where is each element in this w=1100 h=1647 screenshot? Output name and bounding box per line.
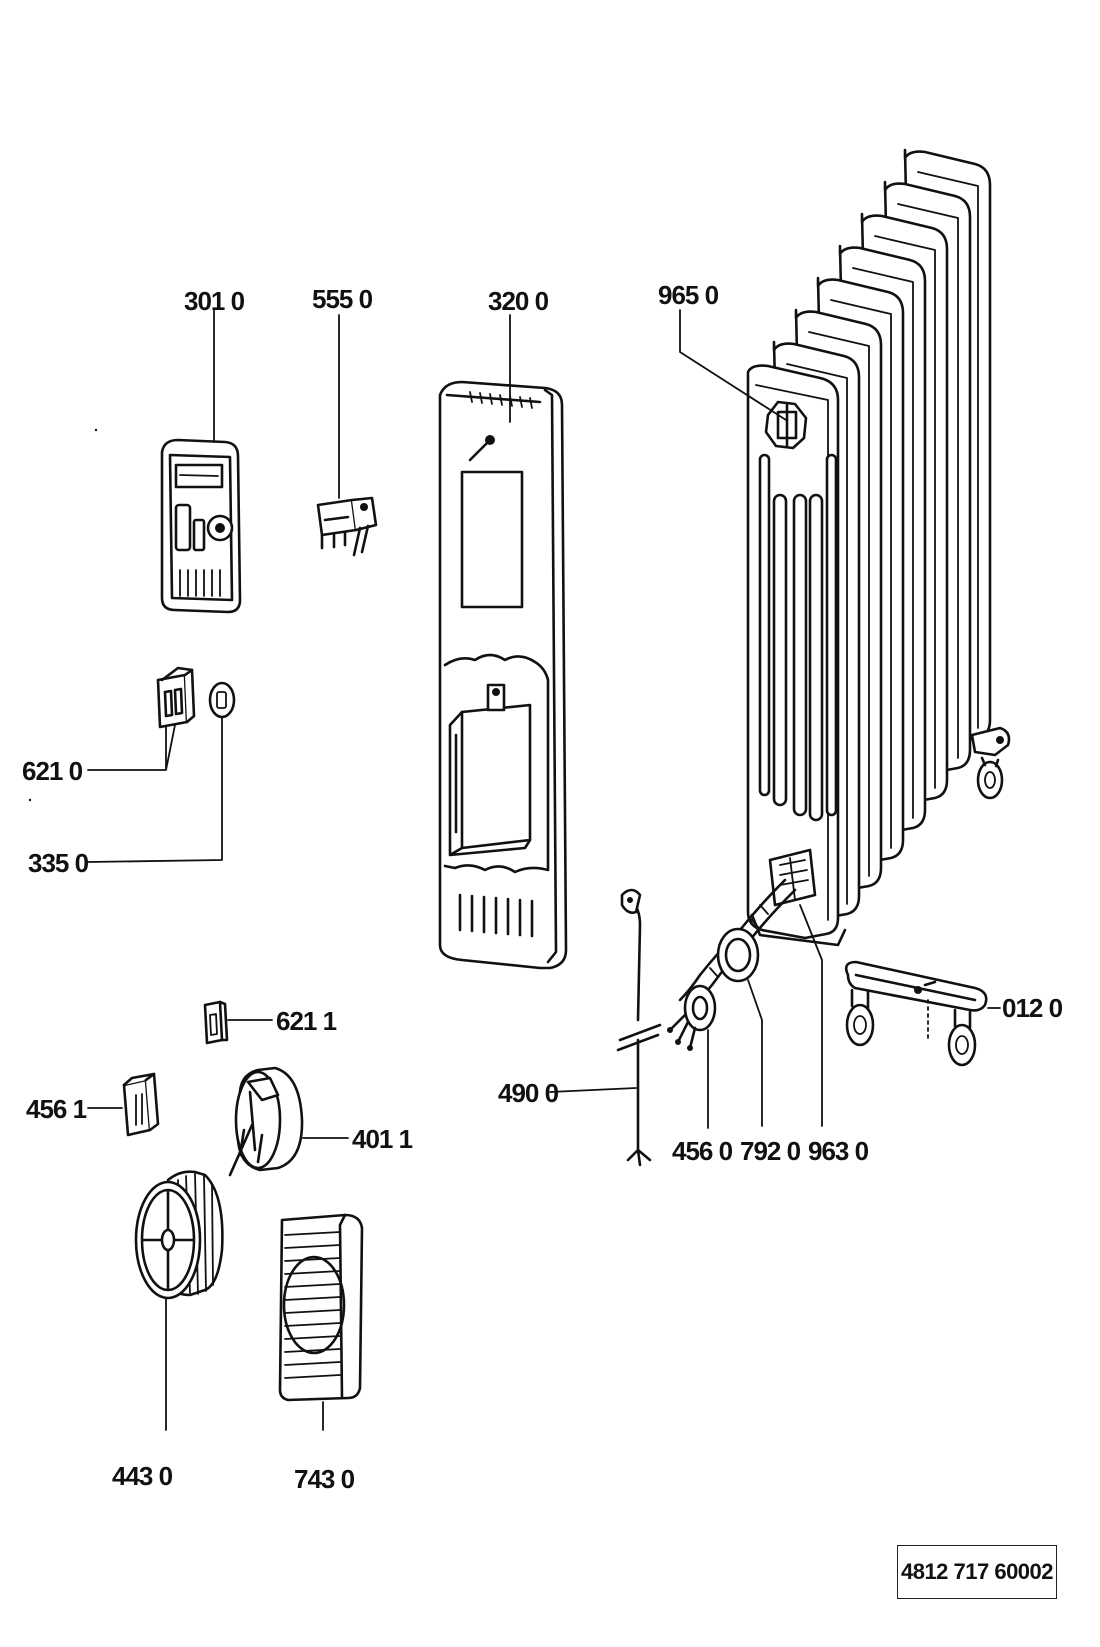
label-320-0: 320 0 xyxy=(488,286,549,316)
part-792-ring xyxy=(716,927,760,983)
part-443-fan-wheel xyxy=(134,1170,224,1300)
part-335-lens xyxy=(208,681,236,719)
part-320-front-panel xyxy=(438,380,568,970)
document-number: 4812 717 60002 xyxy=(900,1559,1054,1584)
leader-965 xyxy=(679,309,787,421)
label-401-1: 401 1 xyxy=(352,1124,413,1154)
part-555-thermostat xyxy=(316,496,378,557)
label-743-0: 743 0 xyxy=(294,1464,355,1494)
part-621-switch xyxy=(156,666,196,729)
label-963-0: 963 0 xyxy=(808,1136,869,1166)
part-401-1-motor xyxy=(228,1066,304,1177)
label-456-0: 456 0 xyxy=(672,1136,733,1166)
leader-490 xyxy=(549,1087,637,1093)
label-792-0: 792 0 xyxy=(740,1136,801,1166)
part-965-valve xyxy=(764,400,808,450)
label-301-0: 301 0 xyxy=(184,286,245,316)
label-443-0: 443 0 xyxy=(112,1461,173,1491)
label-965-0: 965 0 xyxy=(658,280,719,310)
part-490-power-cord xyxy=(616,888,662,1167)
label-012-0: 012 0 xyxy=(1002,993,1063,1023)
part-743-grille xyxy=(278,1213,364,1402)
leader-792 xyxy=(747,979,763,1127)
label-490-0: 490 0 xyxy=(498,1078,559,1108)
leader-621-0 xyxy=(87,724,176,771)
label-335-0: 335 0 xyxy=(28,848,89,878)
part-012-feet xyxy=(844,960,988,1067)
leader-335 xyxy=(87,717,223,863)
part-456-0-grommet xyxy=(667,984,717,1051)
label-621-0: 621 0 xyxy=(22,756,83,786)
document-number-box: 4812 717 60002 xyxy=(897,1545,1057,1599)
part-621-1-small-switch xyxy=(203,1000,229,1045)
label-555-0: 555 0 xyxy=(312,284,373,314)
leader-963 xyxy=(799,904,823,1127)
label-621-1: 621 1 xyxy=(276,1006,337,1036)
part-456-1-block xyxy=(122,1072,160,1137)
label-456-1: 456 1 xyxy=(26,1094,87,1124)
part-301-control-panel xyxy=(160,438,242,614)
radiator-body xyxy=(746,148,1011,947)
